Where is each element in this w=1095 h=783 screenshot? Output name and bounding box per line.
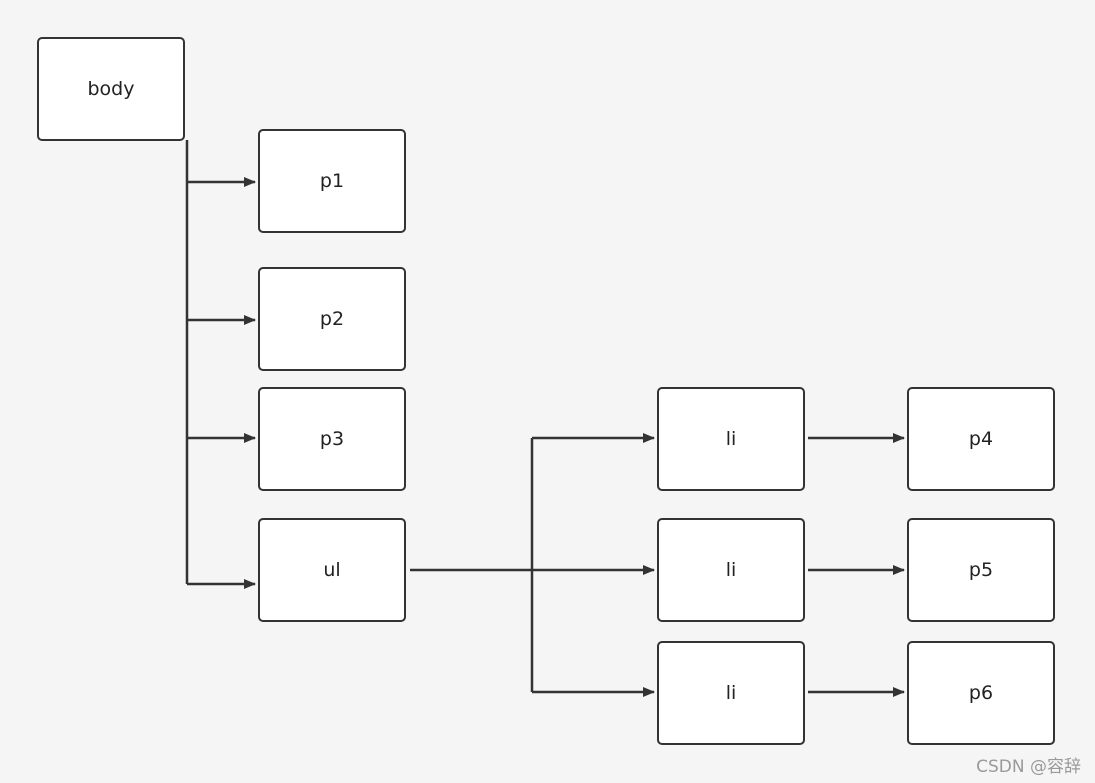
node-li-3-label: li [725, 682, 737, 704]
node-p5: p5 [907, 518, 1055, 622]
node-p6-label: p6 [968, 682, 994, 704]
node-p3: p3 [258, 387, 406, 491]
node-ul: ul [258, 518, 406, 622]
node-body-label: body [87, 78, 135, 100]
node-p4-label: p4 [968, 428, 994, 450]
node-p1: p1 [258, 129, 406, 233]
node-p4: p4 [907, 387, 1055, 491]
node-li-2-label: li [725, 559, 737, 581]
node-p5-label: p5 [968, 559, 994, 581]
node-ul-label: ul [323, 559, 341, 581]
node-p3-label: p3 [319, 428, 345, 450]
node-li-3: li [657, 641, 805, 745]
node-li-1: li [657, 387, 805, 491]
node-p2-label: p2 [319, 308, 345, 330]
node-p1-label: p1 [319, 170, 345, 192]
node-p6: p6 [907, 641, 1055, 745]
node-p2: p2 [258, 267, 406, 371]
node-body: body [37, 37, 185, 141]
watermark-text: CSDN @容辞 [976, 757, 1081, 777]
node-li-1-label: li [725, 428, 737, 450]
node-li-2: li [657, 518, 805, 622]
